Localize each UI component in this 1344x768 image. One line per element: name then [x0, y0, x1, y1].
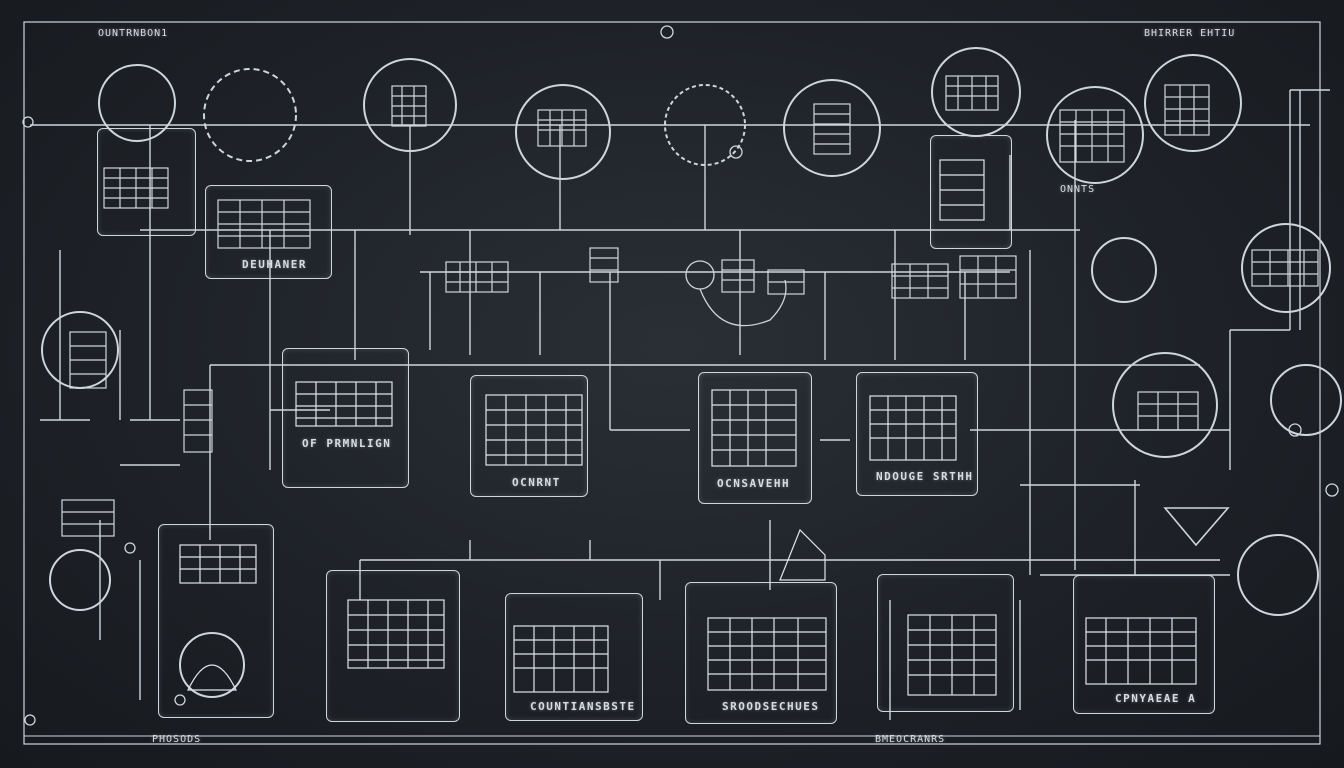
circle-nodes [41, 47, 1342, 698]
card-bottom-left [158, 524, 274, 718]
header-left-label: OUNTRNBON1 [98, 28, 169, 39]
card-cpnyaeae [1073, 575, 1215, 714]
label-sroodsechues: SROODSECHUES [722, 700, 820, 713]
card-left-top [97, 128, 196, 236]
pyramid-icon [1163, 507, 1230, 547]
label-cpnyaeae: CPNYAEAE A [1115, 692, 1197, 705]
card-bottom-center [505, 593, 643, 721]
label-onnts: ONNTS [1060, 184, 1096, 195]
card-bottom-right-mid [877, 574, 1014, 712]
label-ocnsavehh: OCNSAVEHH [717, 477, 791, 490]
label-ndouge: NDOUGE SRTHH [876, 470, 974, 483]
label-countiansbste: COUNTIANSBSTE [530, 700, 636, 713]
card-right-tower [930, 135, 1012, 249]
label-deuhaner: DEUHANER [242, 258, 307, 271]
card-deuhaner [205, 185, 332, 279]
label-of-prmnlign: OF PRMNLIGN [302, 437, 392, 450]
gear-icons [22, 25, 1339, 726]
card-ocnsavehh [698, 372, 812, 504]
footer-right-label: BMEOCRANRS [875, 734, 946, 745]
card-countiansbste [326, 570, 460, 722]
header-right-label: BHIRRER EHTIU [1144, 28, 1236, 39]
building-icons [61, 75, 1319, 537]
outer-frame [23, 21, 1321, 745]
card-ndouge [856, 372, 978, 496]
card-ocnrnt [470, 375, 588, 497]
card-of-prmnlign [282, 348, 409, 488]
label-ocnrnt: OCNRNT [512, 476, 561, 489]
footer-left-label: PHOSODS [152, 734, 202, 745]
card-sroodsechues [685, 582, 837, 724]
